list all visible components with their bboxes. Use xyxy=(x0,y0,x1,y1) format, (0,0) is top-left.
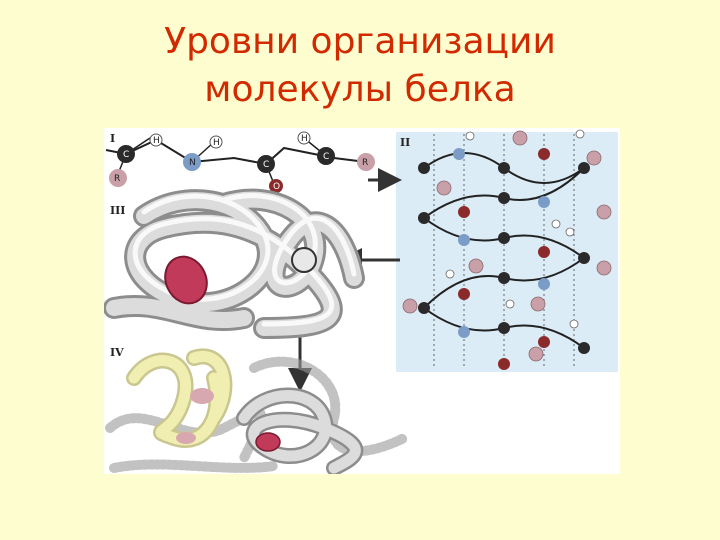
helix-segment-marker xyxy=(292,248,316,272)
atom-label: O xyxy=(273,182,280,192)
tertiary-structure xyxy=(114,196,354,328)
primary-structure: C H H N C O H C R R xyxy=(106,132,375,193)
atom-label: C xyxy=(323,152,329,162)
panel-label-primary: I xyxy=(110,132,115,145)
atom-label: C xyxy=(263,160,269,170)
atom-label: C xyxy=(123,150,129,160)
atom-label: R xyxy=(114,174,120,184)
title-line-2: молекулы белка xyxy=(0,66,720,114)
atom-label: H xyxy=(213,138,220,148)
protein-structure-figure: I II III IV C H H N C O H C xyxy=(104,128,620,474)
panel-label-quaternary: IV xyxy=(110,346,124,359)
quaternary-structure xyxy=(110,356,404,468)
protein-levels-diagram: I II III IV C H H N C O H C xyxy=(104,128,620,474)
atom-label: H xyxy=(301,134,308,144)
panel-label-tertiary: III xyxy=(110,204,125,217)
title-line-1: Уровни организации xyxy=(0,18,720,66)
atom-label: N xyxy=(189,158,196,168)
atom-label: H xyxy=(153,136,160,146)
atom-label: R xyxy=(362,158,368,168)
panel-label-secondary: II xyxy=(400,136,410,149)
slide-title: Уровни организации молекулы белка xyxy=(0,18,720,114)
